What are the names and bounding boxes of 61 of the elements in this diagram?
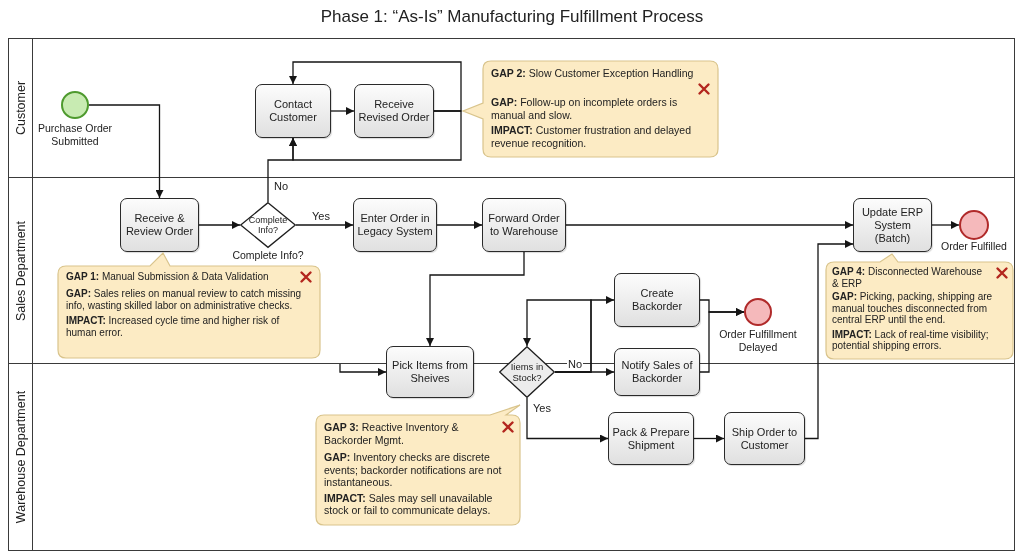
process-box: Pack & Prepare Shipment (608, 412, 694, 465)
decision-diamond: Iiems in Stock? (499, 346, 555, 398)
diagram-title: Phase 1: “As-Is” Manufacturing Fulfillment Process (320, 7, 704, 27)
event-label: Order Fulfilled (940, 240, 1008, 253)
process-box: Update ERP System (Batch) (853, 198, 932, 252)
flow-arrow (436, 221, 483, 229)
callout (316, 405, 520, 525)
flow-arrow (699, 308, 745, 373)
flow-arrow (565, 221, 854, 229)
flow-arrow (693, 434, 725, 443)
flow-arrow (526, 397, 609, 443)
callout-title: GAP 4: Disconnected Warehouse & ERP (832, 266, 984, 289)
flow-arrow (295, 221, 354, 229)
edge-label: Yes (311, 210, 331, 222)
callout (463, 61, 718, 157)
lane-label: Warehouse Department (13, 390, 28, 524)
callout-text: GAP: Sales relies on manual review to catch missing info, wasting skilled labor on administrative checks. (66, 288, 303, 312)
callout-text: IMPACT: Customer frustration and delayed revenue recognition. (491, 124, 692, 150)
process-box: Receive & Review Order (120, 198, 199, 252)
process-box: Ship Order to Customer (724, 412, 805, 465)
lane-label: Customer (13, 80, 28, 136)
callout-title: GAP 2: Slow Customer Exception Handling (491, 67, 695, 80)
process-box: Enter Order in Legacy System (353, 198, 437, 252)
event-label: Purchase Order Submitted (36, 122, 114, 148)
flow-arrow (339, 363, 387, 376)
process-box: Forward Order to Warehouse (482, 198, 566, 252)
lane-label: Sales Department (13, 220, 28, 321)
process-box: Pick Items from Sheives (386, 346, 474, 398)
process-box: Contact Customer (255, 84, 331, 138)
end-event (959, 210, 989, 240)
flow-arrow (426, 251, 525, 347)
decision-diamond: Complete Info? (240, 202, 296, 248)
flow-arrow (523, 299, 592, 373)
flow-arrow (289, 61, 462, 112)
callout-text: GAP: Inventory checks are discrete events; backorder notifications are not instantaneous. (324, 451, 503, 489)
callout-text: IMPACT: Sales may sell unavailable stock or fail to communicate delays. (324, 491, 494, 517)
event-label: Order Fulfillment Delayed (718, 328, 798, 354)
start-event (61, 91, 89, 119)
flow-arrow (330, 107, 355, 115)
end-event (744, 298, 772, 326)
process-box: Create Backorder (614, 273, 700, 327)
edge-label: No (567, 358, 584, 370)
callout-text: IMPACT: Lack of real-time visibility; potential shipping errors. (832, 328, 990, 352)
flow-arrow (198, 221, 241, 229)
flow-arrow (88, 104, 164, 199)
process-box: Receive Revised Order (354, 84, 434, 138)
callout-title: GAP 1: Manual Submission & Data Validation (66, 271, 270, 283)
callout-text: GAP: Follow-up on incomplete orders is manual and slow. (491, 96, 679, 122)
edge-label: Yes (532, 402, 552, 414)
flow-arrow (289, 110, 462, 161)
flow-arrow (804, 240, 854, 440)
process-box: Notify Sales of Backorder (614, 348, 700, 396)
callout-text: GAP: Picking, packing, shipping are manual touches disconnected from central ERP until the end. (832, 291, 994, 326)
flow-arrow (931, 221, 960, 229)
callout (58, 253, 320, 358)
callout-text: IMPACT: Increased cycle time and higher risk of human error. (66, 315, 281, 339)
callout-title: GAP 3: Reactive Inventory & Backorder Mgmt. (324, 421, 460, 446)
swimlane (8, 38, 1015, 178)
decision-caption: Complete Info? (231, 249, 305, 262)
edge-label: No (273, 180, 290, 192)
callout (826, 254, 1013, 359)
